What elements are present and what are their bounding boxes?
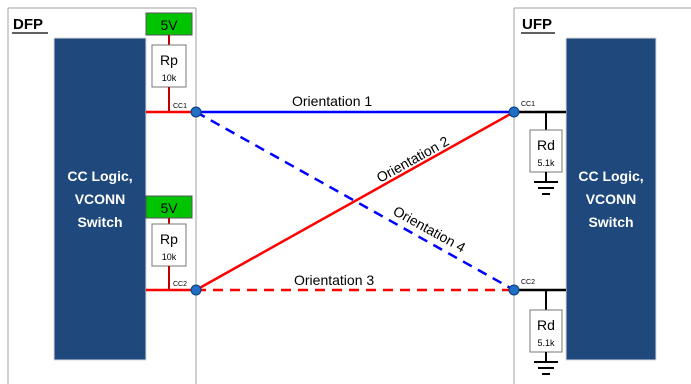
ufp-pulldown-top: Rd 5.1k: [529, 112, 563, 195]
dfp-block-line-1: CC Logic,: [67, 168, 132, 184]
dfp-block-line-2: VCONN: [75, 191, 126, 207]
supply-5v-bottom: 5V: [160, 200, 178, 216]
cable-wires: [195, 110, 515, 292]
ground-icon: [534, 181, 558, 195]
supply-5v-top: 5V: [160, 17, 178, 33]
label-orientation-2: Orientation 2: [374, 133, 452, 186]
node-dfp-cc1: [190, 106, 202, 118]
label-orientation-4: Orientation 4: [391, 203, 469, 256]
dfp-panel: DFP: [7, 7, 197, 384]
label-orientation-3: Orientation 3: [294, 272, 374, 288]
ufp-block-line-1: CC Logic,: [578, 168, 643, 184]
rp-bottom-name: Rp: [160, 231, 178, 247]
dfp-pullup-top: 5V Rp 10k CC1: [145, 12, 193, 112]
node-ufp-cc1: [508, 106, 520, 118]
label-orientation-1: Orientation 1: [292, 93, 372, 109]
rd-bottom-value: 5.1k: [537, 338, 555, 348]
node-dfp-cc2: [190, 284, 202, 296]
rd-top-value: 5.1k: [537, 158, 555, 168]
node-ufp-cc2: [508, 284, 520, 296]
ufp-cc-logic-block: CC Logic, VCONN Switch: [565, 37, 657, 361]
ufp-pin-cc1: CC1: [521, 101, 535, 108]
connection-nodes: [190, 106, 520, 296]
ufp-pulldown-bottom: Rd 5.1k: [529, 290, 563, 375]
rp-bottom-value: 10k: [162, 252, 177, 262]
dfp-block-line-3: Switch: [77, 214, 122, 230]
ground-icon: [534, 361, 558, 375]
dfp-cc-logic-block: CC Logic, VCONN Switch: [53, 37, 147, 361]
ufp-panel: UFP: [513, 7, 691, 384]
rp-top-name: Rp: [160, 52, 178, 68]
rd-top-name: Rd: [537, 137, 555, 153]
dfp-pin-cc2: CC2: [173, 281, 187, 288]
ufp-pin-cc2: CC2: [521, 279, 535, 286]
ufp-block-line-2: VCONN: [586, 191, 637, 207]
rd-bottom-name: Rd: [537, 317, 555, 333]
wire-orientation-2: [195, 110, 515, 292]
ufp-label: UFP: [522, 16, 552, 33]
dfp-pullup-bottom: 5V Rp 10k CC2: [145, 195, 193, 290]
wire-orientation-4: [195, 110, 515, 292]
dfp-pin-cc1: CC1: [173, 103, 187, 110]
dfp-label: DFP: [13, 16, 43, 33]
rp-top-value: 10k: [162, 73, 177, 83]
ufp-block-line-3: Switch: [588, 214, 633, 230]
